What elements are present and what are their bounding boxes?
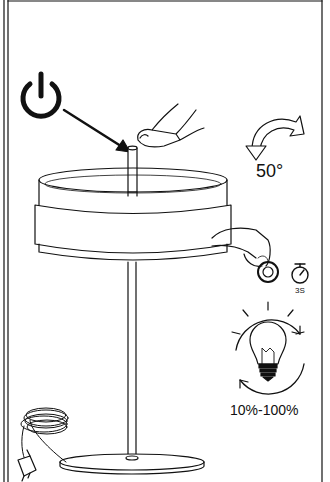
dimming-range-label: 10%-100%: [230, 403, 299, 417]
frame-line: [8, 0, 322, 1]
hand: [212, 228, 270, 266]
hand: [138, 104, 204, 147]
angle-label: 50°: [256, 162, 283, 180]
lamp-base: [60, 454, 204, 470]
shade-band: [35, 205, 231, 253]
frame-line: [7, 0, 8, 482]
touch-switch: [258, 262, 278, 282]
rotation-arrow: [246, 116, 304, 160]
pointer-arrow: [64, 110, 124, 148]
timer-icon: [292, 264, 308, 283]
plug: [18, 450, 36, 481]
fingernail: [140, 135, 148, 138]
frame-line: [3, 0, 4, 482]
power-symbol: [23, 74, 59, 116]
frame-line: [321, 0, 322, 482]
lamp-rod: [128, 148, 137, 192]
shade-top: [39, 168, 227, 192]
lamp-stem: [127, 262, 128, 456]
time-label: 3S: [295, 287, 305, 295]
power-cord: [21, 408, 68, 462]
dimmer-icon: [232, 302, 304, 394]
shade-band: [39, 180, 227, 207]
